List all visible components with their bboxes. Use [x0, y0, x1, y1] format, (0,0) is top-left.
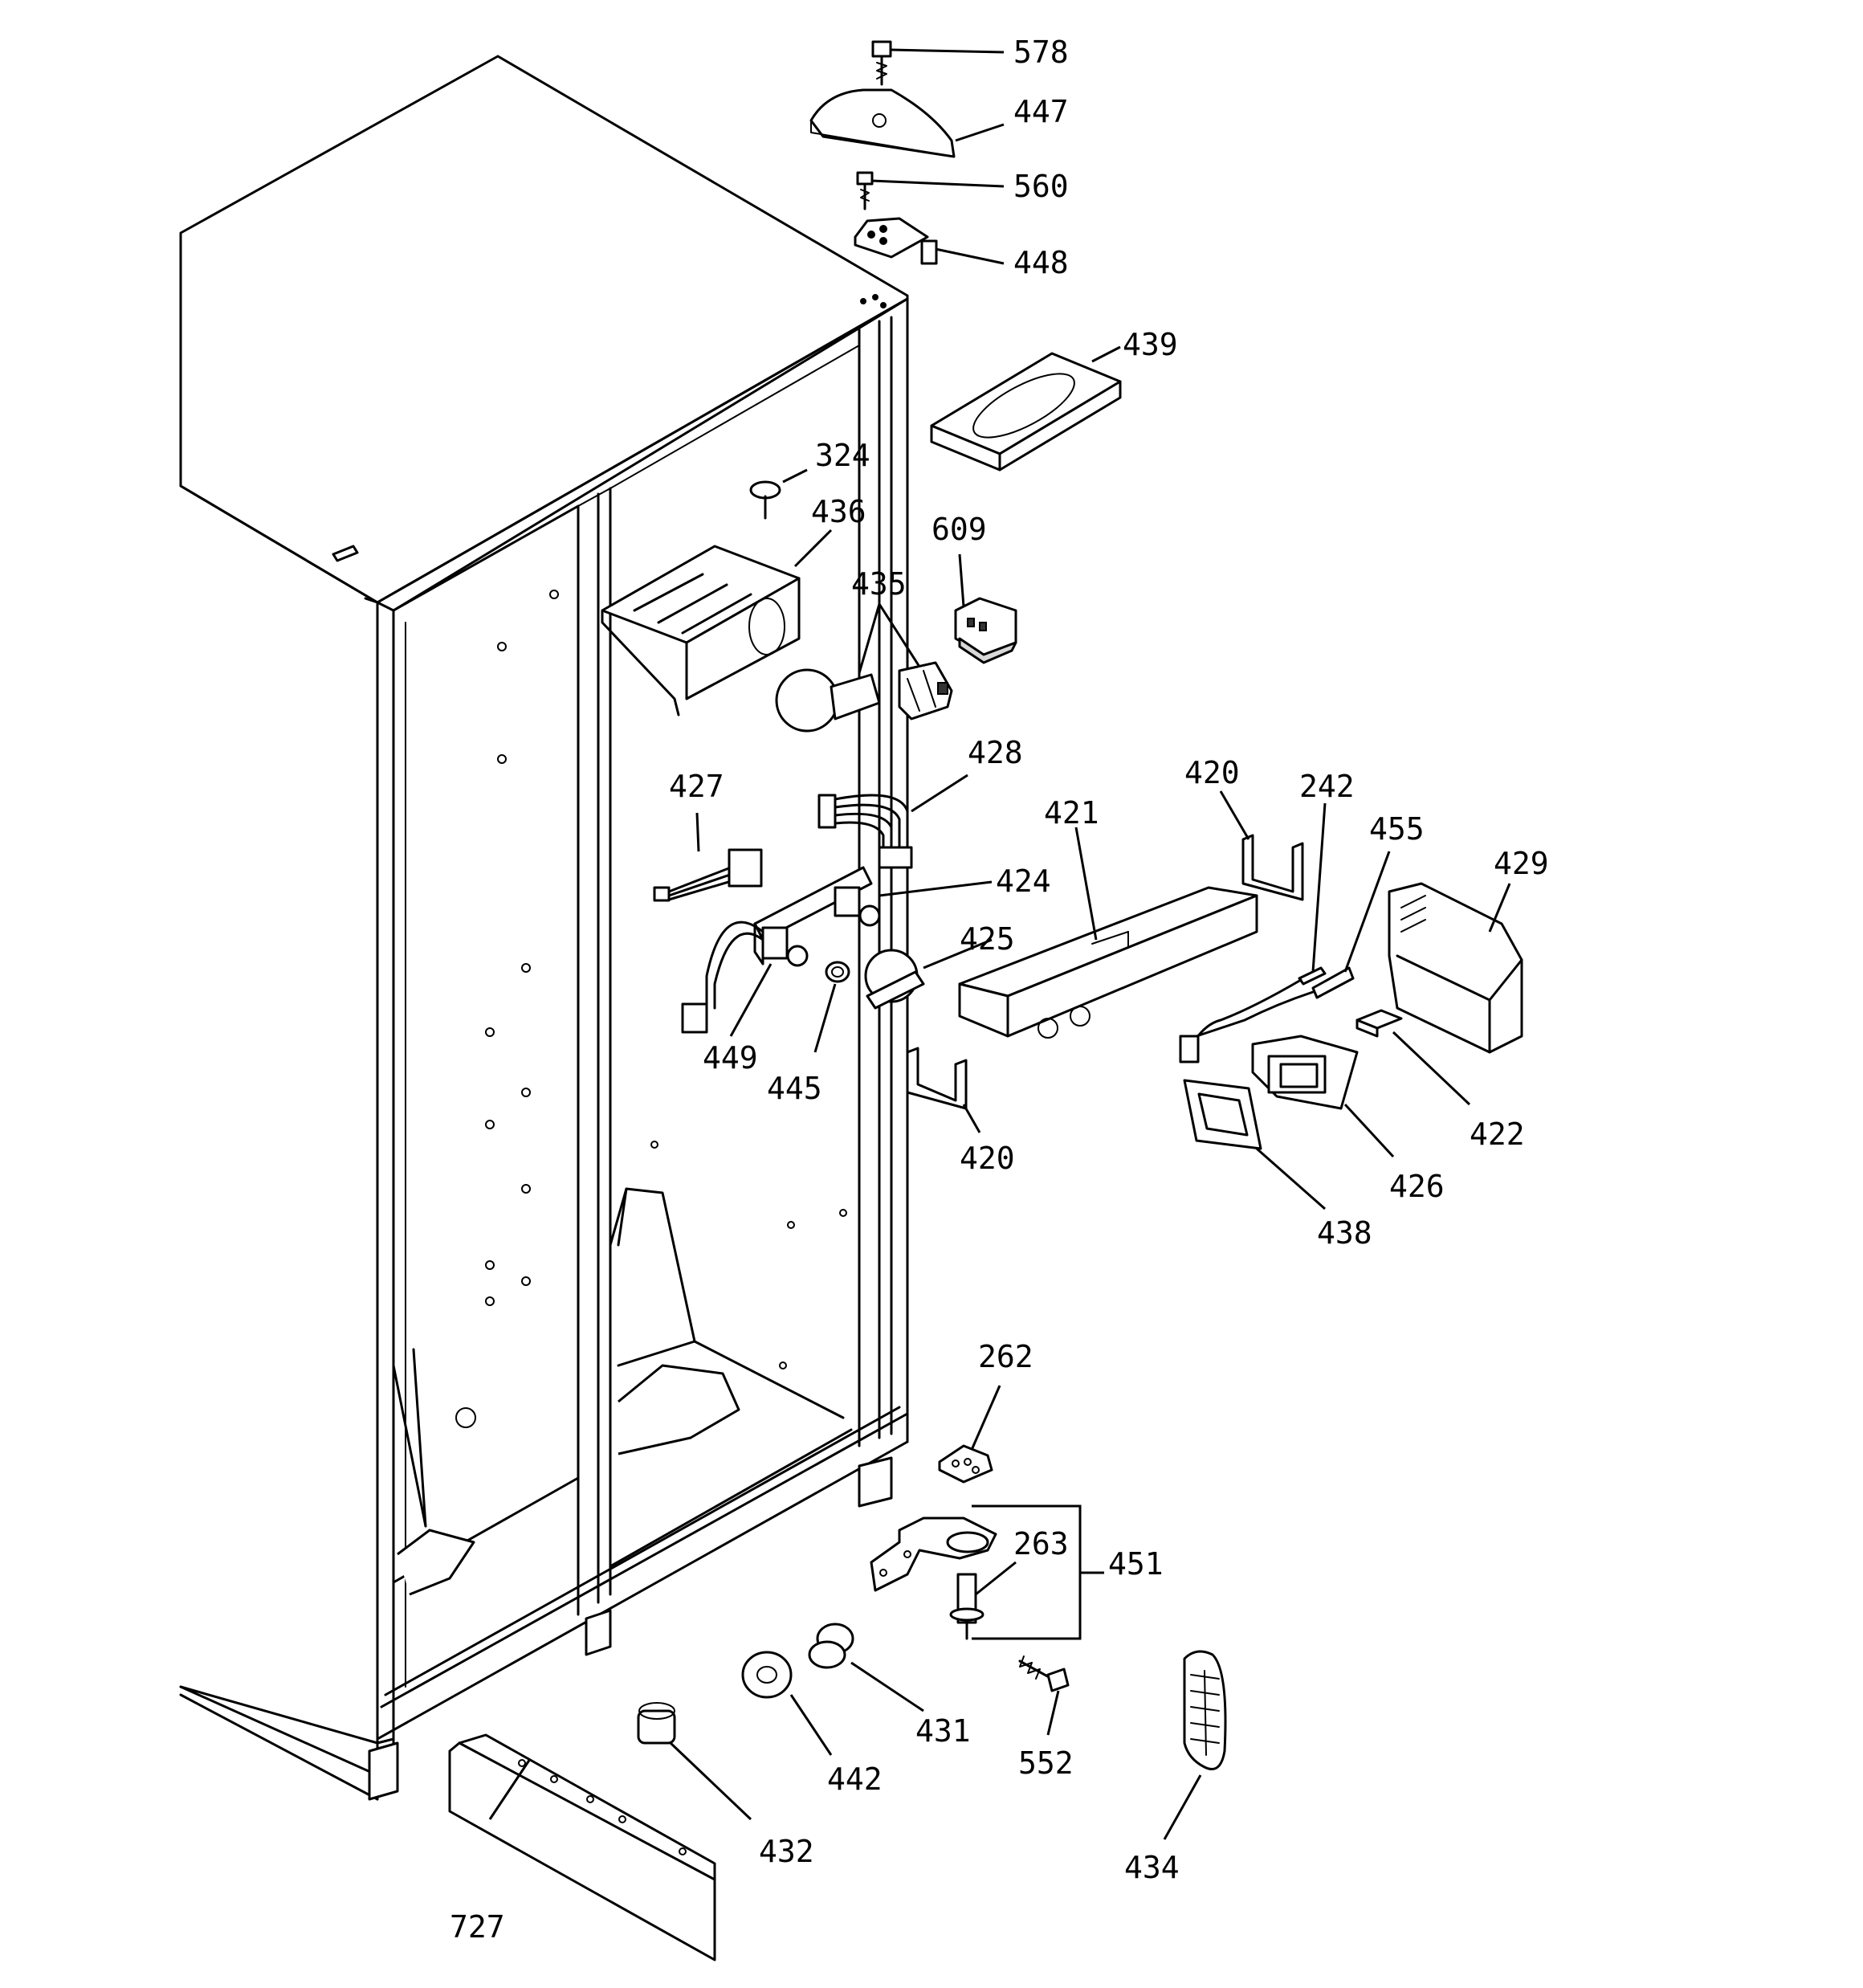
- label-426: 426: [1389, 1169, 1445, 1204]
- part-435-bulb-and-socket: [775, 661, 953, 733]
- part-263-pin: [949, 1573, 984, 1640]
- label-445: 445: [767, 1071, 822, 1106]
- label-432: 432: [759, 1834, 814, 1869]
- label-439: 439: [1123, 327, 1178, 362]
- part-424-control: [681, 866, 881, 1034]
- label-435: 435: [851, 566, 907, 602]
- part-432-bushing: [637, 1702, 676, 1745]
- label-421: 421: [1044, 795, 1099, 831]
- part-434-grille: [1183, 1650, 1227, 1770]
- part-425-knob: [864, 949, 925, 1010]
- part-445-bushing: [825, 961, 850, 983]
- label-455: 455: [1369, 811, 1425, 847]
- part-438-frame: [1183, 1079, 1262, 1150]
- label-424: 424: [996, 863, 1051, 899]
- part-727-kick-plate: [448, 1733, 716, 1961]
- part-324-push-pin: [749, 480, 781, 520]
- part-560-screw: [856, 171, 874, 210]
- part-442-washer: [741, 1651, 793, 1699]
- label-451: 451: [1108, 1546, 1164, 1582]
- label-263: 263: [1013, 1526, 1069, 1561]
- part-426-dispenser-light: [1251, 1035, 1359, 1110]
- label-447: 447: [1013, 94, 1069, 129]
- part-455-sensor: [1179, 966, 1355, 1063]
- label-242: 242: [1299, 769, 1355, 804]
- part-421-control-housing: [958, 886, 1258, 1039]
- label-438: 438: [1317, 1215, 1372, 1251]
- label-727: 727: [450, 1909, 505, 1945]
- part-number-labels: 578 447 560 448 439 324 436 609 435 428 …: [450, 35, 1549, 1945]
- label-448: 448: [1013, 245, 1069, 280]
- part-448-hinge: [854, 217, 938, 265]
- part-422-switch: [1355, 1009, 1403, 1038]
- label-552: 552: [1018, 1745, 1074, 1781]
- label-560: 560: [1013, 169, 1069, 204]
- label-420-bottom: 420: [960, 1141, 1015, 1176]
- label-262: 262: [978, 1339, 1033, 1374]
- part-451-hinge-assembly: [870, 1517, 997, 1592]
- label-431: 431: [915, 1713, 971, 1749]
- part-431-roller: [808, 1623, 854, 1669]
- label-324: 324: [815, 438, 870, 473]
- part-439-light-shield: [930, 352, 1122, 471]
- part-578-screw: [871, 40, 892, 86]
- part-420-clip-top: [1241, 834, 1304, 901]
- label-436: 436: [811, 494, 866, 529]
- part-552-bolt: [1018, 1655, 1070, 1692]
- leader-lines: [488, 48, 1511, 1840]
- part-609-relay: [954, 597, 1017, 664]
- label-428: 428: [968, 735, 1023, 770]
- part-428-wire-harness: [817, 794, 913, 869]
- part-427-connector: [653, 848, 763, 902]
- part-420-clip-bottom: [906, 1047, 968, 1110]
- label-429: 429: [1494, 846, 1549, 881]
- part-429-housing: [1388, 882, 1523, 1054]
- label-425: 425: [960, 921, 1015, 957]
- part-447-hinge-cover: [809, 88, 956, 158]
- label-609: 609: [932, 512, 987, 547]
- label-449: 449: [703, 1040, 758, 1076]
- refrigerator-cabinet: [179, 55, 909, 1801]
- label-434: 434: [1124, 1850, 1180, 1885]
- part-436-light-housing: [601, 545, 801, 716]
- label-427: 427: [669, 769, 724, 804]
- label-422: 422: [1470, 1116, 1525, 1152]
- label-442: 442: [827, 1761, 883, 1797]
- label-578: 578: [1013, 35, 1069, 70]
- part-262-shim: [938, 1444, 993, 1484]
- label-420-top: 420: [1184, 755, 1240, 790]
